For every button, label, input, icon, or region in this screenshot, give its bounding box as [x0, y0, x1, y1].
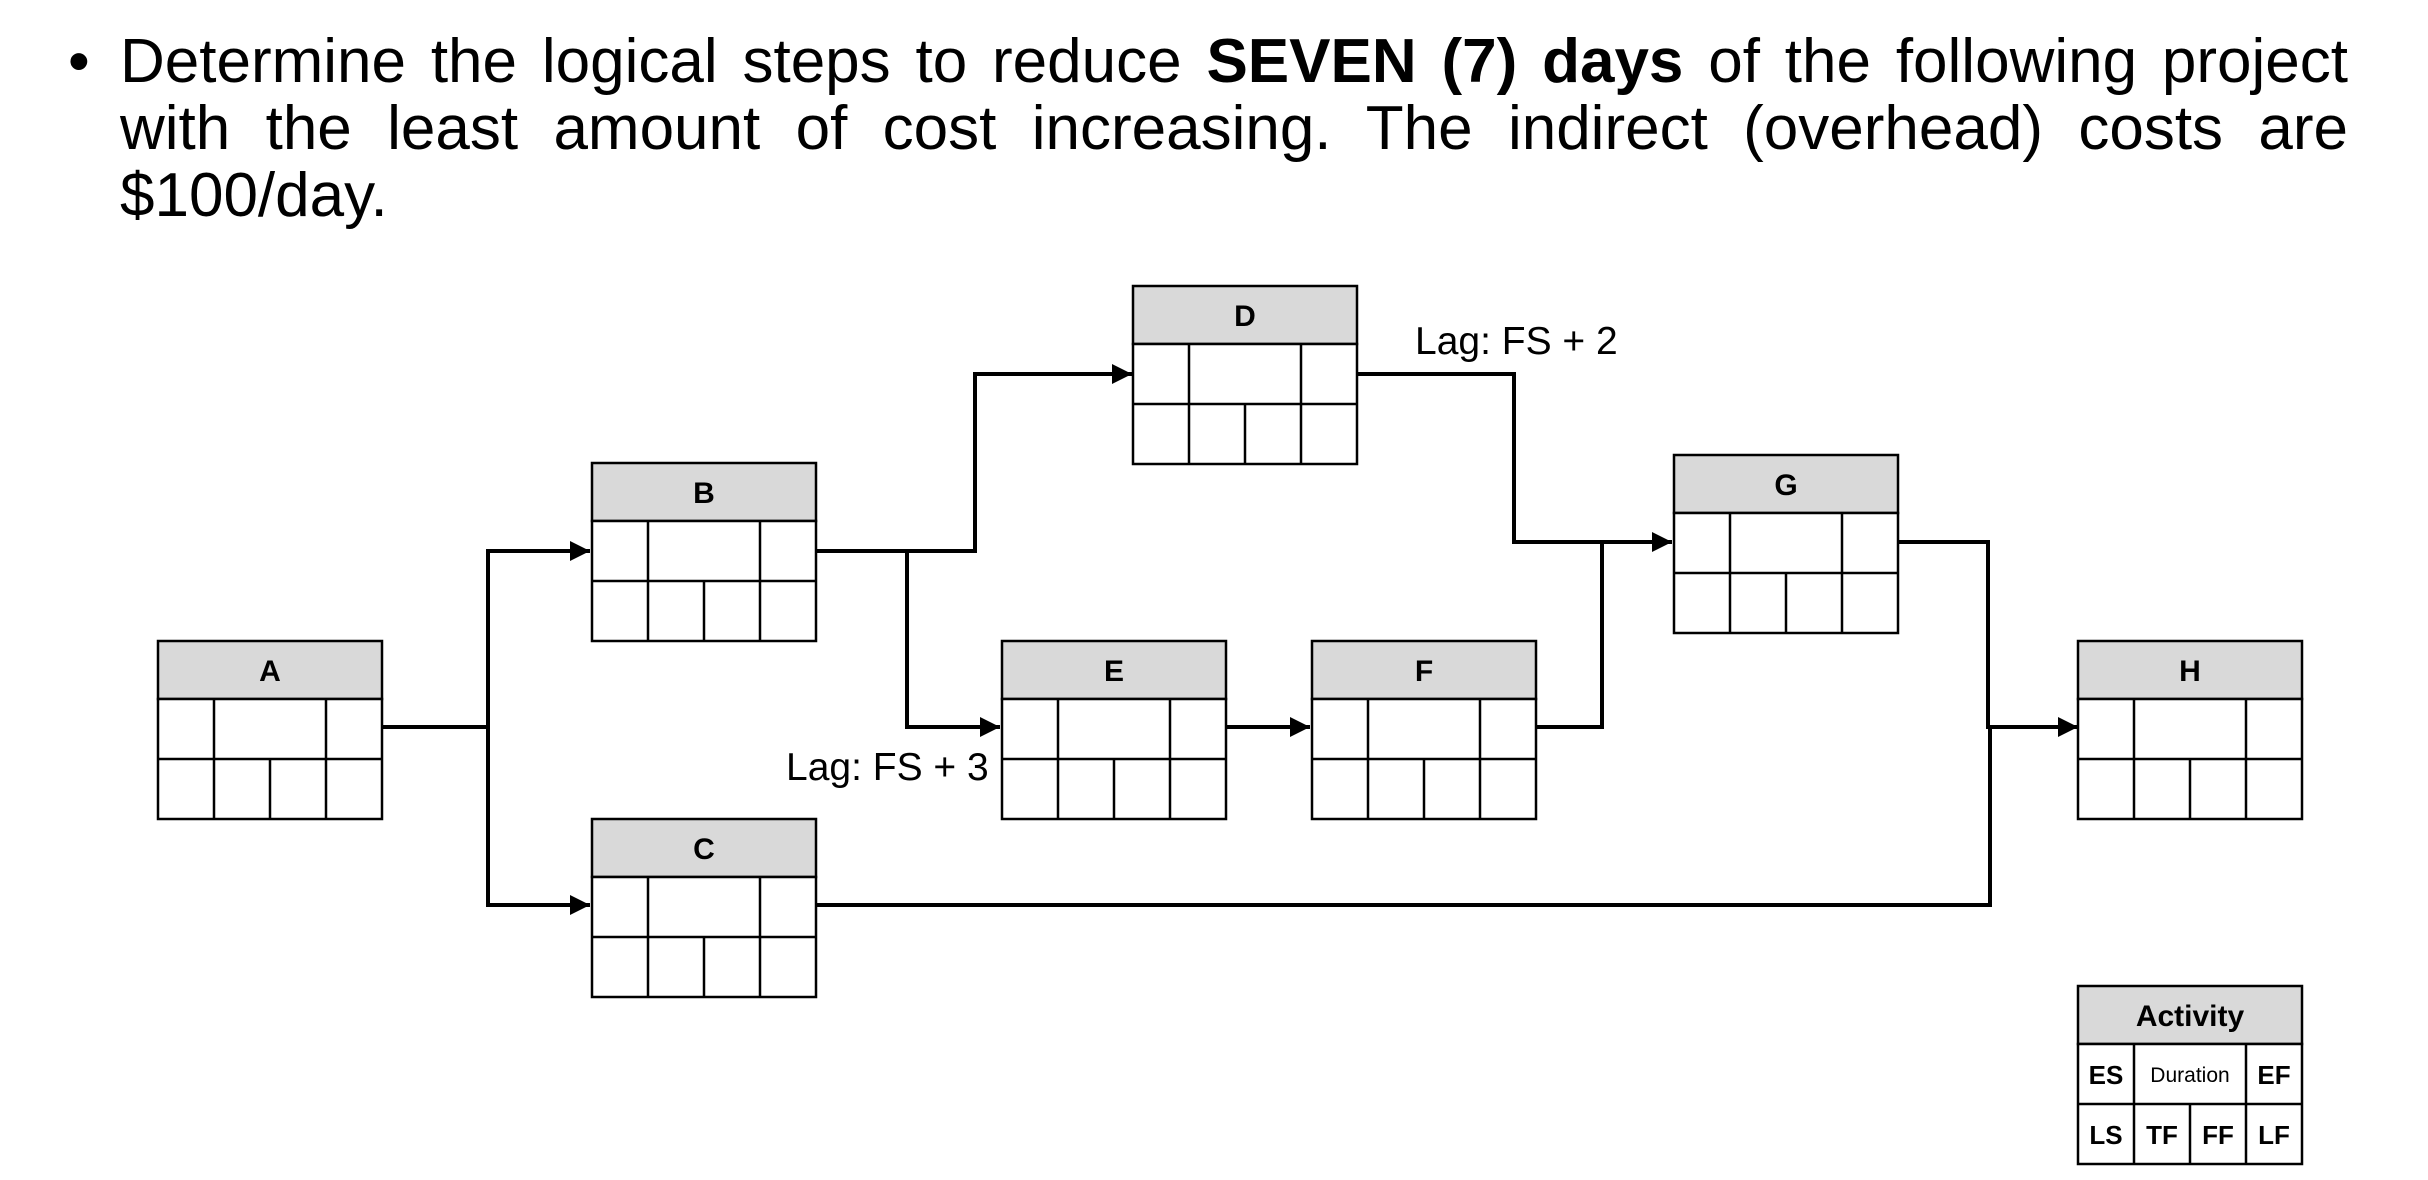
question-text: • Determine the logical steps to reduce …: [68, 28, 2348, 229]
activity-node-f: F: [1310, 639, 1538, 821]
edge-f-g: [1536, 542, 1604, 729]
bullet: •: [68, 27, 90, 96]
edge-a-c: [486, 727, 590, 915]
legend-duration: Duration: [2150, 1064, 2229, 1087]
node-header: [156, 639, 384, 701]
activity-label: G: [1774, 469, 1797, 502]
activity-label: A: [259, 655, 281, 688]
activity-node-g: G: [1672, 453, 1900, 635]
legend-title: Activity: [2136, 1000, 2245, 1033]
legend-es: ES: [2089, 1060, 2124, 1090]
legend-lf: LF: [2258, 1120, 2290, 1150]
lag-label-b-e: Lag: FS + 3: [786, 746, 989, 789]
legend-ff: FF: [2202, 1120, 2234, 1150]
edge-c-h: [816, 727, 1992, 907]
node-header: [1672, 453, 1900, 515]
activity-label: F: [1415, 655, 1433, 688]
legend-header: [2076, 984, 2304, 1046]
node-header: [2076, 639, 2304, 701]
node-header: [590, 817, 818, 879]
activity-label: H: [2179, 655, 2201, 688]
node-header: [1000, 639, 1228, 701]
activity-node-c: C: [590, 817, 818, 999]
activity-label: D: [1234, 300, 1256, 333]
edge-g-h: [1896, 540, 2078, 737]
question-text-end: of the following project with the least …: [120, 27, 2349, 230]
activity-node-d: D: [1131, 284, 1359, 466]
activity-label: C: [693, 833, 715, 866]
activity-node-h: H: [2076, 639, 2304, 821]
activity-nodes: A B C D E F G H: [156, 284, 2304, 999]
activity-label: B: [693, 477, 715, 510]
node-header: [1310, 639, 1538, 701]
lag-label-d-g: Lag: FS + 2: [1415, 320, 1618, 363]
edge-d-g: [1356, 372, 1672, 552]
activity-node-a: A: [156, 639, 384, 821]
question-body: Determine the logical steps to reduce SE…: [120, 28, 2348, 229]
dependency-arrows: [382, 364, 2078, 915]
activity-node-e: E: [1000, 639, 1228, 821]
legend-tf: TF: [2146, 1120, 2178, 1150]
question-text-start: Determine the logical steps to reduce: [120, 27, 1207, 96]
edge-a-b: [382, 541, 590, 729]
legend-ls: LS: [2089, 1120, 2122, 1150]
node-header: [1131, 284, 1359, 346]
question-text-bold: SEVEN (7) days: [1206, 27, 1684, 96]
activity-node-b: B: [590, 461, 818, 643]
edge-b-e: [905, 551, 1000, 737]
legend-ef: EF: [2257, 1060, 2290, 1090]
edge-b-d: [816, 364, 1132, 553]
node-header: [590, 461, 818, 523]
activity-label: E: [1104, 655, 1124, 688]
